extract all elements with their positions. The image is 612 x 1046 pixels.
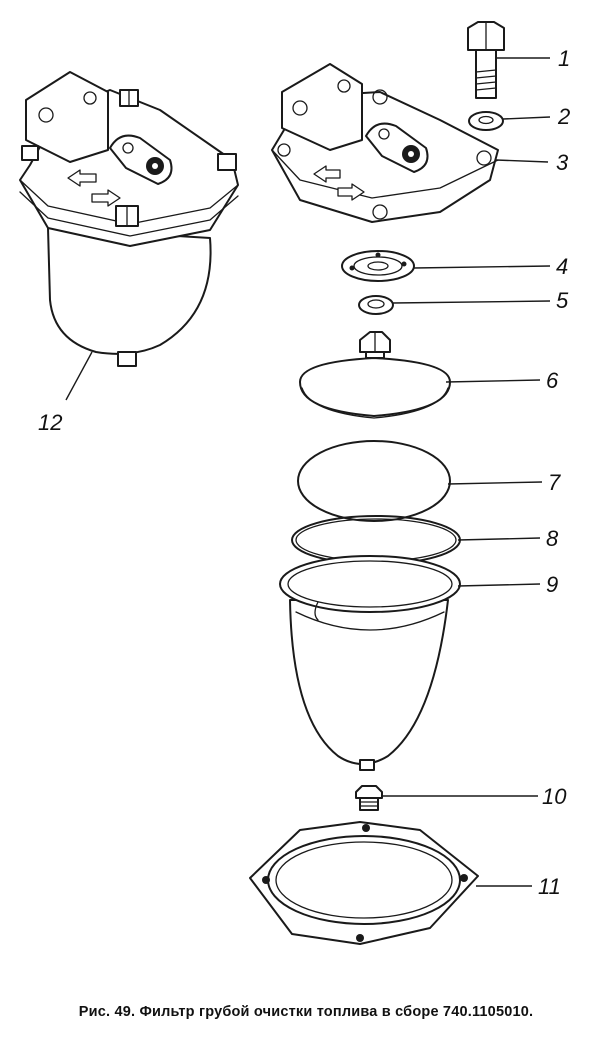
callout-1: 1: [558, 46, 570, 71]
leader-6: [445, 379, 541, 383]
callout-9: 9: [546, 572, 558, 597]
flow-arrow-icon: [337, 183, 365, 201]
cover-bracket-hole: [292, 100, 308, 116]
callout-5: 5: [556, 288, 569, 313]
exploded-cover: [271, 63, 499, 223]
cover-center-hole: [378, 128, 390, 140]
bolt: [467, 21, 505, 99]
callout-labels: 1 2 3 4 5 6 7 8 9 10 11 12: [38, 46, 570, 899]
leader-3: [495, 159, 549, 163]
callout-11: 11: [538, 874, 561, 899]
seal-ring: [358, 295, 394, 315]
cover-bolt-hole: [372, 204, 388, 220]
callout-6: 6: [546, 368, 559, 393]
callout-12: 12: [38, 410, 62, 435]
leader-2: [502, 116, 551, 120]
callout-4: 4: [556, 254, 568, 279]
assembled-drain-plug: [117, 351, 137, 367]
callout-2: 2: [557, 104, 570, 129]
callout-7: 7: [548, 470, 561, 495]
leader-5: [392, 300, 551, 304]
assembled-filter: [19, 71, 239, 367]
assembled-cover-bolt: [115, 205, 139, 227]
flow-arrow-icon: [91, 189, 121, 207]
assembled-bracket-hole: [38, 107, 54, 123]
cover-bolt-hole: [476, 150, 492, 166]
callout-leaders: [65, 57, 551, 887]
gasket: [341, 250, 415, 282]
callout-8: 8: [546, 526, 559, 551]
leader-7: [447, 481, 543, 485]
assembled-cover-bolt: [119, 89, 139, 107]
distributor: [299, 331, 451, 419]
leader-8: [457, 537, 541, 541]
cover-bolt-hole: [372, 89, 388, 105]
cover-bolt-hole: [277, 143, 291, 157]
filter-mesh: [297, 440, 451, 522]
cover-bracket: [281, 63, 363, 151]
callout-3: 3: [556, 150, 569, 175]
leader-12: [65, 351, 93, 401]
cover-rim: [271, 149, 499, 199]
drain-plug: [355, 785, 383, 811]
leader-4: [413, 265, 551, 269]
assembled-cover-rim-lower: [19, 191, 239, 237]
cover-bracket-hole: [337, 79, 351, 93]
exploded-view-diagram: 1 2 3 4 5 6 7 8 9 10 11 12: [19, 21, 570, 945]
assembled-cover-bolt: [21, 145, 39, 161]
flange-gasket: [249, 821, 479, 945]
assembled-bracket: [25, 71, 109, 163]
flow-arrow-icon: [67, 169, 97, 187]
leader-9: [457, 583, 541, 587]
assembled-bracket-hole: [83, 91, 97, 105]
figure-caption: Рис. 49. Фильтр грубой очистки топлива в…: [78, 1004, 534, 1020]
washer: [468, 111, 504, 131]
callout-10: 10: [542, 784, 567, 809]
bowl: [279, 555, 461, 771]
assembled-bowl: [47, 227, 212, 355]
flow-arrow-icon: [313, 165, 341, 183]
assembled-cover-bolt: [217, 153, 237, 171]
assembled-center-hole: [122, 142, 134, 154]
